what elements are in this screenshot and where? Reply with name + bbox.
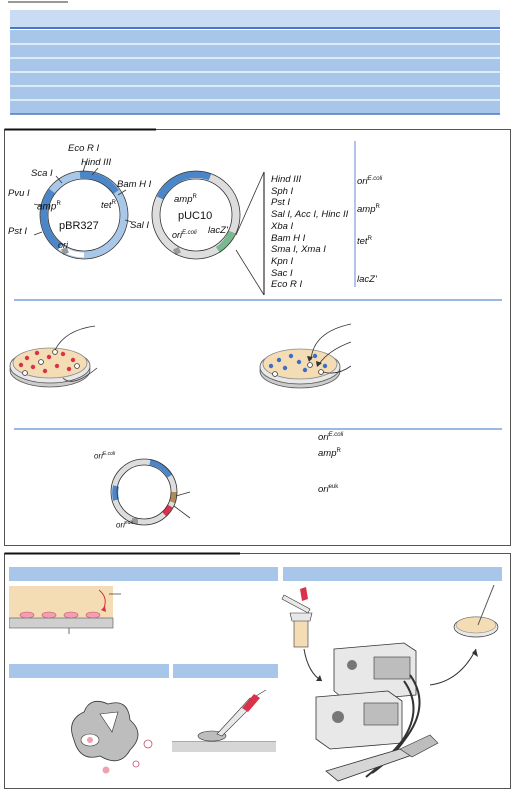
gene-tet: tetR: [101, 200, 116, 212]
mcs-site: Sma I, Xma I: [271, 244, 326, 256]
methods-panel-frame: [4, 552, 511, 789]
legend-ori: oriE.coli: [357, 176, 383, 188]
plasmid-diagram-icon: [151, 170, 241, 260]
mcs-site: Eco R I: [271, 279, 303, 291]
micro-needle: [172, 689, 277, 760]
site-bamhi: Bam H I: [117, 179, 152, 190]
plasmid-name-puc10: pUC10: [178, 210, 213, 222]
shuttle-legend-ori: oriE.coli: [318, 432, 344, 444]
header-bar: [9, 567, 278, 581]
puc-ori-label: oriE.coli: [172, 230, 197, 240]
header-bar: [173, 664, 278, 678]
puc-lacz-label: lacZ': [208, 225, 228, 236]
electroporator-icon: [281, 584, 499, 782]
mcs-site: Bam H I: [271, 232, 306, 244]
petri-dish-icon: [9, 325, 98, 388]
petri-dish-icon: [259, 323, 352, 389]
top-table-graphic: [8, 1, 500, 115]
legend-lacz: lacZ': [357, 274, 377, 285]
shuttle-legend-ori-euk: orieuk: [318, 484, 339, 496]
table-header-row: [10, 10, 500, 28]
header-bar: [283, 567, 502, 581]
petri-dish-red: [5, 322, 115, 402]
agar-plate-icon: [453, 584, 499, 638]
petri-dish-blue: [255, 320, 370, 402]
mcs-site: Sal I, Acc I, Hinc II: [271, 209, 349, 221]
plasmid-panel-frame: [4, 128, 511, 546]
cell-culture-icon: [8, 586, 121, 634]
pbr327-plasmid: Eco R I Hind III Bam H I Sal I Pst I Pvu…: [8, 140, 160, 270]
mcs-site: Sac I: [271, 267, 293, 279]
mcs-connector: [230, 170, 270, 300]
gene-amp: ampR: [37, 201, 61, 213]
mcs-site: Sph I: [271, 185, 294, 197]
top-table: [8, 0, 502, 120]
ori-label: ori: [58, 240, 69, 250]
mcs-site: Kpn I: [271, 255, 294, 267]
puc-gene-amp: ampR: [174, 194, 197, 206]
mcs-site: Hind III: [271, 174, 302, 185]
header-bar: [9, 664, 169, 678]
cell-culture-layer: [8, 586, 129, 636]
micro-needle-icon: [172, 689, 276, 752]
mcs-connector-lines: [235, 171, 265, 296]
shuttle-ori-euk: orieuk: [116, 520, 133, 530]
mcs-site: Xba I: [271, 220, 294, 232]
plasmid-name-pbr327: pBR327: [59, 220, 99, 232]
mcs-site-list: Hind III Sph I Pst I Sal I, Acc I, Hinc …: [271, 174, 351, 291]
methods-panel: [4, 552, 512, 790]
site-sali: Sal I: [130, 220, 150, 231]
site-psti: Pst I: [8, 226, 28, 237]
site-hindiii: Hind III: [81, 157, 112, 168]
cell-illustration: [60, 690, 170, 780]
legend-tet: tetR: [357, 236, 372, 248]
shuttle-vector: oriE.coli orieuk: [90, 448, 210, 536]
electroporation-setup: [280, 584, 505, 785]
puc10-plasmid: ampR pUC10 oriE.coli lacZ': [148, 170, 258, 270]
shuttle-legend-amp: ampR: [318, 448, 341, 460]
cell-culture-icon: [71, 700, 153, 774]
shuttle-ori-ecoli: oriE.coli: [94, 451, 116, 461]
plasmid-diagram-icon: [33, 161, 133, 260]
legend-amp: ampR: [357, 204, 380, 216]
eppendorf-tube-icon: [281, 587, 313, 648]
plasmid-panel: [4, 127, 512, 547]
plasmid-diagram-icon: [110, 458, 191, 526]
site-pvui: Pvu I: [8, 188, 30, 199]
site-scai: Sca I: [31, 168, 53, 179]
site-ecori: Eco R I: [68, 143, 100, 154]
mcs-site: Pst I: [271, 197, 291, 209]
